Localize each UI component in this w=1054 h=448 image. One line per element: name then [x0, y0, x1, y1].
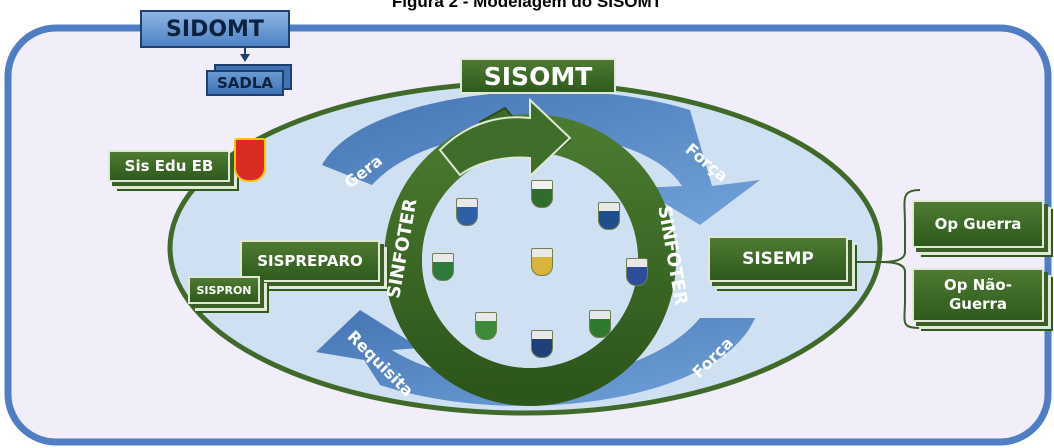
- sispreparo-box: SISPREPARO: [240, 240, 380, 282]
- op-guerra-box: Op Guerra: [912, 200, 1044, 248]
- shield-icon: [626, 258, 648, 286]
- eb-emblem-icon: [234, 138, 266, 182]
- sisemp-box: SISEMP: [708, 236, 848, 282]
- sis-edu-eb-box: Sis Edu EB: [108, 150, 230, 182]
- op-nao-guerra-label-1: Op Não-: [944, 276, 1012, 294]
- figure-title: Figura 2 - Modelagem do SISOMT: [391, 0, 663, 11]
- sispron-box: SISPRON: [188, 276, 260, 304]
- shield-icon: [432, 253, 454, 281]
- sadla-box: SADLA: [206, 70, 284, 96]
- shield-icon: [531, 248, 553, 276]
- sidomt-label: SIDOMT: [166, 16, 264, 42]
- sisomt-label: SISOMT: [483, 61, 593, 91]
- sisemp-label: SISEMP: [742, 249, 814, 269]
- op-guerra-label: Op Guerra: [934, 215, 1022, 233]
- sispreparo-label: SISPREPARO: [257, 252, 363, 270]
- shield-icon: [531, 330, 553, 358]
- shield-icon: [598, 202, 620, 230]
- sispron-label: SISPRON: [196, 283, 252, 297]
- shield-icon: [456, 198, 478, 226]
- shield-icon: [589, 310, 611, 338]
- sis-edu-eb-label: Sis Edu EB: [124, 157, 214, 175]
- bottom-blue-arrow: [316, 310, 755, 406]
- sadla-label: SADLA: [216, 74, 274, 92]
- op-nao-guerra-box: Op Não- Guerra: [912, 268, 1044, 322]
- op-nao-guerra-label-2: Guerra: [948, 295, 1008, 313]
- sidomt-box: SIDOMT: [140, 10, 290, 48]
- shield-icon: [531, 180, 553, 208]
- shield-icon: [475, 312, 497, 340]
- sisomt-box: SISOMT: [460, 58, 616, 94]
